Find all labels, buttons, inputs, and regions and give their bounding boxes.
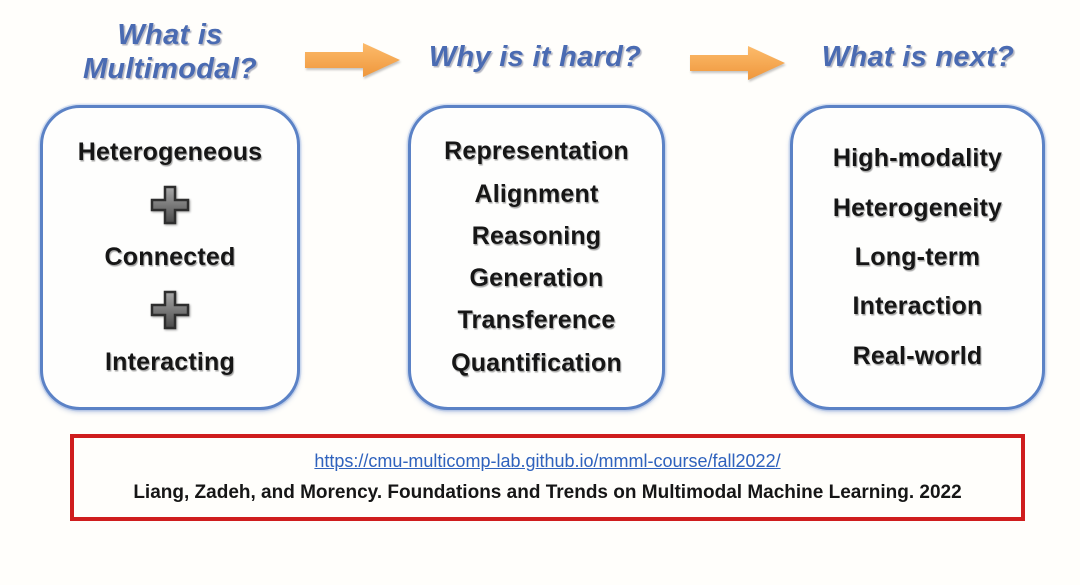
- challenges-box: Representation Alignment Reasoning Gener…: [408, 105, 665, 410]
- list-item: Representation: [444, 137, 629, 166]
- reference-box: https://cmu-multicomp-lab.github.io/mmml…: [70, 434, 1025, 521]
- plus-icon: [150, 185, 190, 225]
- header-why-is-it-hard: Why is it hard?: [428, 41, 642, 73]
- list-item: High-modality: [832, 144, 1003, 173]
- plus-icon: [150, 290, 190, 330]
- header-what-is-multimodal: What is Multimodal?: [82, 19, 258, 86]
- course-link[interactable]: https://cmu-multicomp-lab.github.io/mmml…: [314, 451, 781, 472]
- list-item: Interacting: [105, 348, 235, 376]
- list-item: Interaction: [852, 292, 983, 321]
- list-item: Real-world: [852, 341, 983, 370]
- list-item: Heterogeneity: [832, 193, 1003, 222]
- list-item: Alignment: [474, 179, 599, 208]
- citation-text: Liang, Zadeh, and Morency. Foundations a…: [133, 481, 962, 503]
- arrow-right-icon: [690, 46, 785, 80]
- list-item: Reasoning: [471, 221, 602, 250]
- list-item: Heterogeneous: [77, 138, 263, 166]
- definition-box: Heterogeneous Connected Interacting: [40, 105, 300, 410]
- list-item: Quantification: [451, 348, 622, 377]
- list-item: Connected: [104, 243, 236, 271]
- future-box: High-modality Heterogeneity Long-term In…: [790, 105, 1045, 410]
- list-item: Long-term: [854, 242, 981, 271]
- list-item: Generation: [469, 264, 604, 293]
- arrow-right-icon: [305, 43, 400, 77]
- header-what-is-next: What is next?: [821, 41, 1015, 73]
- list-item: Transference: [457, 306, 616, 335]
